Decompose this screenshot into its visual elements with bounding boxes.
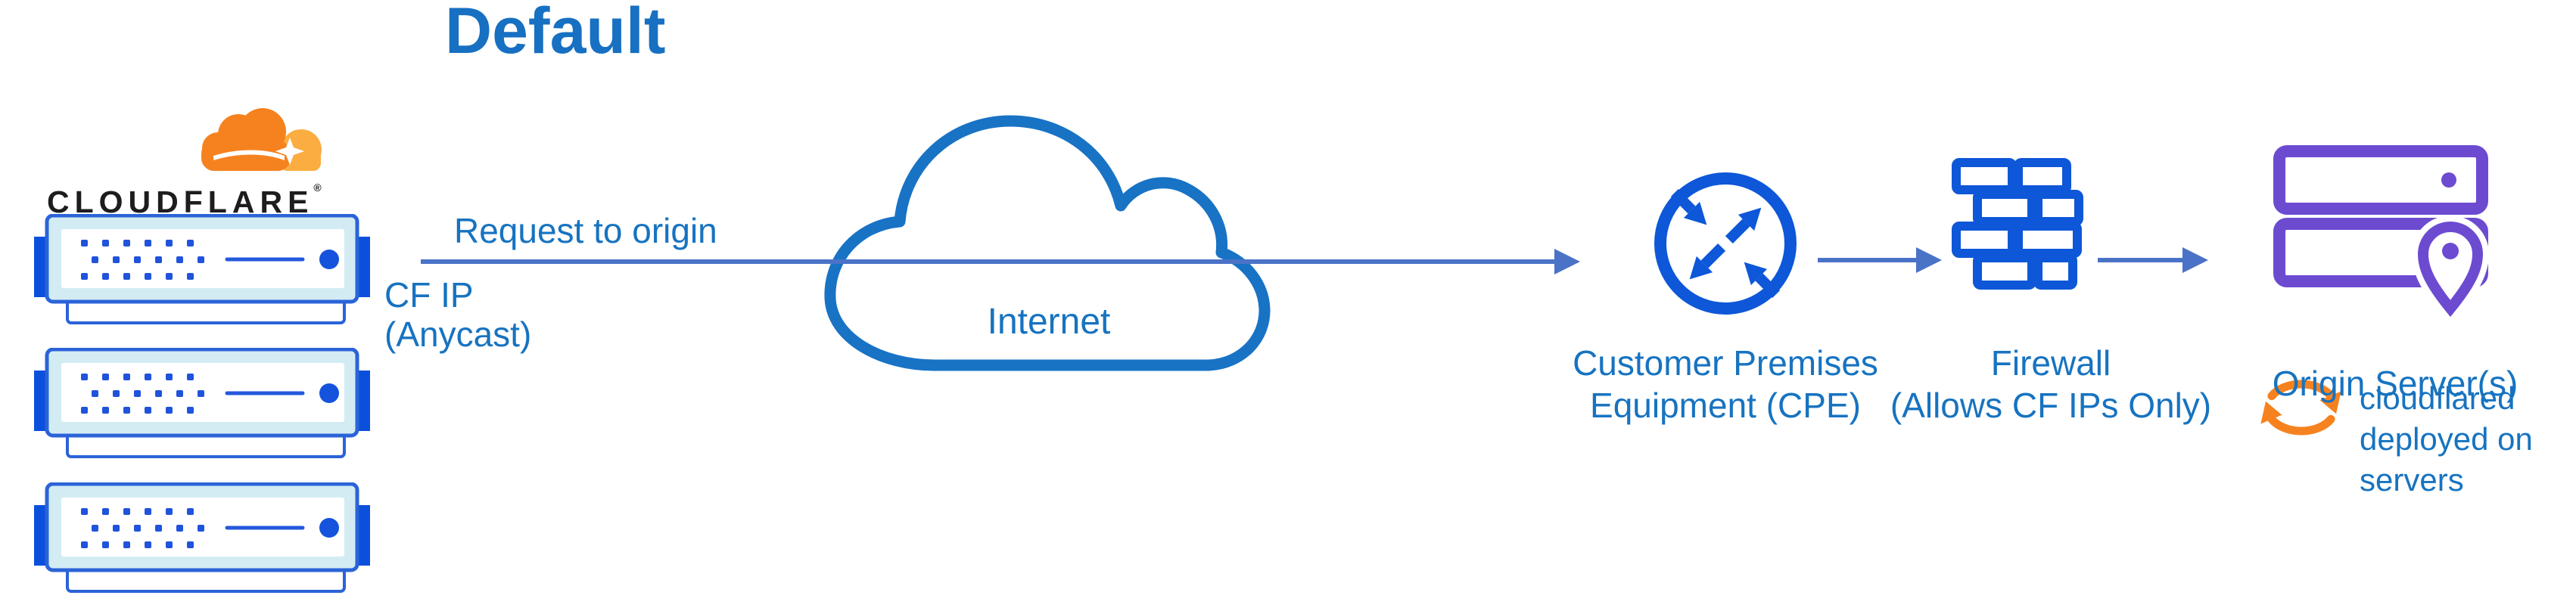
firewall-label-line2: (Allows CF IPs Only) [1890, 386, 2212, 425]
arrowhead-firewall-to-origin [2182, 247, 2208, 273]
cf-ip-anycast-label: CF IP (Anycast) [384, 275, 531, 354]
cloudflared-label-line1: cloudflared [2360, 380, 2515, 416]
cloudflared-sync-icon [2260, 380, 2341, 436]
firewall-brick-icon [1952, 158, 2083, 290]
cpe-label-line1: Customer Premises [1573, 343, 1878, 383]
page-title: Default [445, 0, 666, 67]
cloudflare-wordmark: CLOUDFLARE® [47, 181, 350, 220]
cpe-label: Customer Premises Equipment (CPE) [1529, 342, 1922, 426]
firewall-label: Firewall (Allows CF IPs Only) [1877, 342, 2225, 426]
internet-cloud-icon [824, 115, 1271, 371]
cpe-router-icon [1654, 172, 1797, 315]
cf-ip-line: CF IP [384, 275, 474, 315]
origin-servers-label: Origin Server(s) [2272, 364, 2518, 403]
registered-mark: ® [313, 181, 322, 194]
edge-server-icon-2 [34, 348, 370, 458]
internet-label: Internet [987, 302, 1111, 342]
firewall-label-line1: Firewall [1990, 343, 2111, 383]
location-pin-icon [2417, 222, 2484, 318]
edge-server-icon-1 [34, 214, 370, 324]
edge-server-icon-3 [34, 482, 370, 593]
request-to-origin-label: Request to origin [454, 211, 717, 250]
anycast-line: (Anycast) [384, 315, 532, 354]
cloudflared-label-line3: servers [2360, 462, 2464, 498]
cloudflared-label-line2: deployed on [2360, 421, 2533, 457]
cloudflared-label: cloudflared deployed on servers [2360, 378, 2533, 501]
cpe-label-line2: Equipment (CPE) [1590, 386, 1861, 425]
cloudflare-wordmark-text: CLOUDFLARE [47, 185, 314, 219]
origin-server-icon [2273, 145, 2490, 318]
cloudflare-logo-icon [201, 108, 322, 171]
arrowhead-cpe-to-firewall [1916, 247, 1942, 273]
arrowhead-cf-to-cpe [1554, 249, 1580, 274]
